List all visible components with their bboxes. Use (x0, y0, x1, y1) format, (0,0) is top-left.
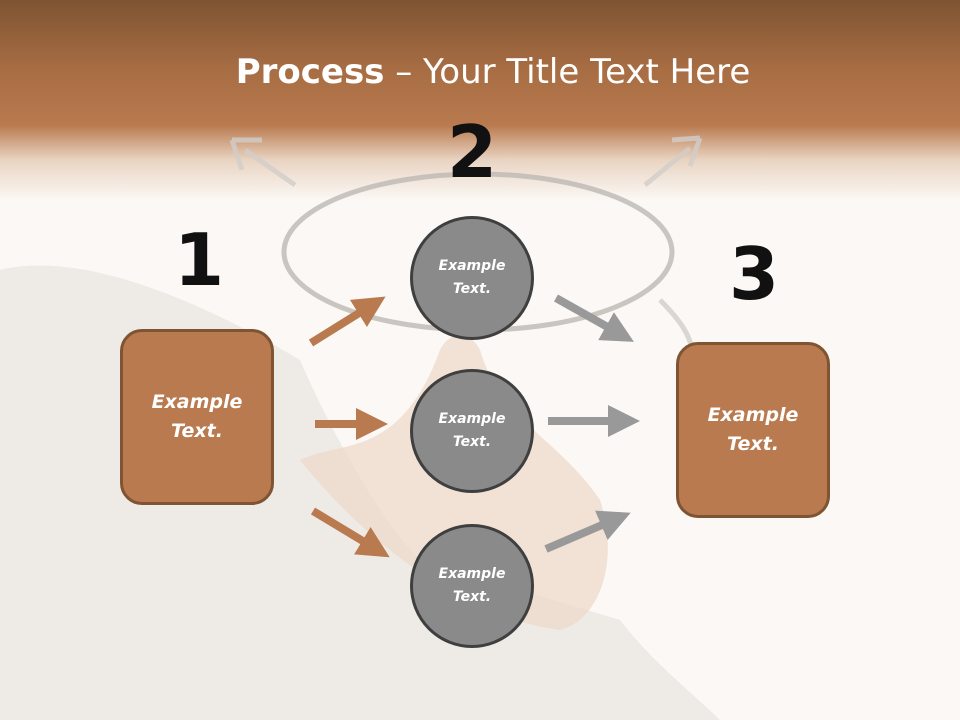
node-circle-1-text: Example Text. (438, 258, 506, 297)
step-box-1[interactable]: Example Text. (120, 329, 274, 505)
step-box-3[interactable]: Example Text. (676, 342, 830, 518)
node-circle-1[interactable]: Example Text. (410, 216, 534, 340)
slide-title: Process – Your Title Text Here (0, 52, 960, 92)
arrow-box1-to-node1 (308, 296, 386, 347)
step-number-3: 3 (728, 232, 780, 316)
title-rest: – Your Title Text Here (384, 52, 751, 92)
node-circle-2-text: Example Text. (438, 411, 506, 450)
node-circle-3-text: Example Text. (438, 566, 506, 605)
header-band (0, 0, 960, 200)
node-circle-3[interactable]: Example Text. (410, 524, 534, 648)
step-number-2: 2 (446, 110, 498, 194)
node-circle-2[interactable]: Example Text. (410, 369, 534, 493)
sketch-arrow-left (229, 137, 297, 188)
step-box-3-text: Example Text. (707, 404, 799, 455)
sketch-arrow-right (643, 135, 703, 187)
arrow-node1-to-box3 (554, 294, 634, 342)
arrow-node3-to-box3 (544, 510, 631, 553)
title-bold: Process (235, 52, 385, 92)
step-box-1-text: Example Text. (151, 391, 243, 442)
arrow-box1-to-node3 (310, 507, 390, 558)
step-number-1: 1 (173, 218, 225, 302)
